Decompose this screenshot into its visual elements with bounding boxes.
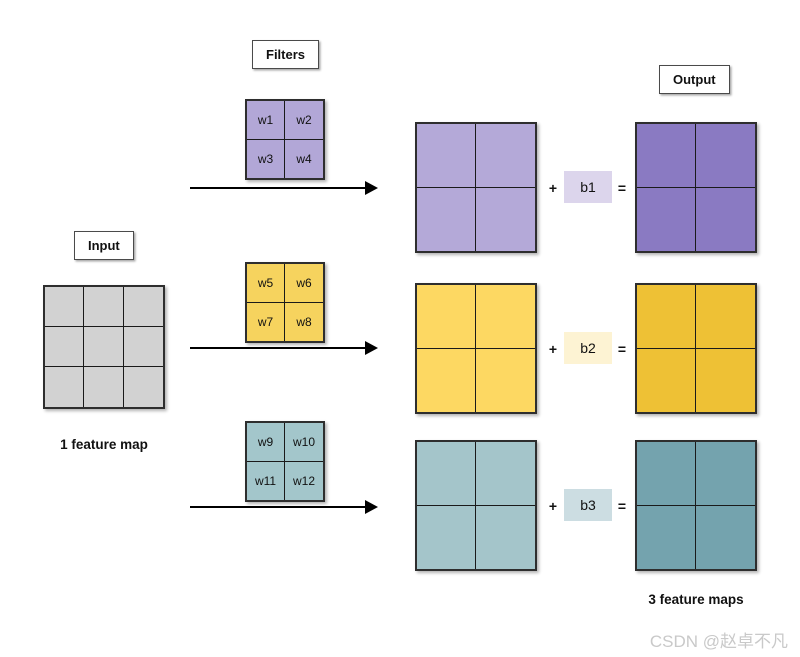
grid-cell (84, 327, 124, 367)
grid-cell (696, 506, 755, 570)
plus-sign: + (548, 498, 558, 514)
grid-cell (476, 124, 535, 188)
grid-cell (124, 367, 163, 407)
arrow-shaft (190, 187, 366, 189)
grid-cell (45, 367, 85, 407)
output-grid-2 (635, 283, 757, 414)
equals-sign: = (617, 341, 627, 357)
grid-cell (417, 442, 476, 506)
output-caption: 3 feature maps (648, 592, 744, 607)
filter-weight-cell: w8 (296, 314, 312, 329)
grid-cell (476, 442, 535, 506)
grid-cell (417, 505, 476, 569)
filter-weight-cell: w2 (285, 101, 323, 140)
filter-weight-cell: w4 (296, 151, 312, 166)
bias-badge-b2: b2 (564, 332, 612, 364)
grid-cell (696, 285, 755, 349)
arrowhead-icon (365, 181, 378, 195)
grid-cell (476, 349, 535, 413)
grid-cell (417, 285, 476, 349)
watermark: CSDN @赵卓不凡 (649, 632, 788, 651)
conv-result-grid-2 (415, 283, 537, 414)
grid-cell (417, 187, 476, 251)
grid-cell (417, 348, 476, 412)
filter-weight-cell: w6 (285, 264, 323, 303)
grid-cell (696, 124, 755, 188)
grid-cell (476, 188, 535, 252)
filter-weight-cell: w11 (247, 461, 285, 500)
grid-cell (637, 442, 696, 506)
filter-grid-3: w9 w10 w11 w12 (245, 421, 325, 502)
filter-weight-cell: w10 (285, 423, 323, 462)
grid-cell (476, 506, 535, 570)
arrowhead-icon (365, 341, 378, 355)
conv-result-grid-1 (415, 122, 537, 253)
equals-sign: = (617, 180, 627, 196)
grid-cell (417, 124, 476, 188)
filter-weight-cell: w5 (247, 264, 285, 303)
arrow-shaft (190, 506, 366, 508)
filter-weight-cell: w12 (292, 473, 315, 488)
input-grid (43, 285, 165, 409)
plus-sign: + (548, 180, 558, 196)
filter-weight-cell: w7 (247, 302, 285, 341)
grid-cell (637, 124, 696, 188)
bias-badge-b1: b1 (564, 171, 612, 203)
grid-cell (476, 285, 535, 349)
filter-grid-1: w1 w2 w3 w4 (245, 99, 325, 180)
grid-cell (123, 287, 163, 327)
grid-cell (123, 327, 163, 367)
arrow-right (190, 341, 378, 355)
filter-weight-cell: w9 (247, 423, 285, 462)
equals-sign: = (617, 498, 627, 514)
grid-cell (637, 505, 696, 569)
input-caption: 1 feature map (60, 437, 148, 452)
grid-cell (637, 348, 696, 412)
output-grid-3 (635, 440, 757, 571)
filter-weight-cell: w1 (247, 101, 285, 140)
conv-result-grid-3 (415, 440, 537, 571)
arrow-shaft (190, 347, 366, 349)
bias-badge-b3: b3 (564, 489, 612, 521)
grid-cell (637, 187, 696, 251)
filters-label: Filters (252, 40, 320, 69)
grid-cell (637, 285, 696, 349)
grid-cell (45, 287, 85, 327)
grid-cell (84, 287, 124, 327)
arrow-right (190, 181, 378, 195)
grid-cell (696, 442, 755, 506)
arrow-right (190, 500, 378, 514)
grid-cell (84, 367, 124, 407)
filter-grid-2: w5 w6 w7 w8 (245, 262, 325, 343)
grid-cell (696, 349, 755, 413)
input-label: Input (74, 231, 134, 260)
output-grid-1 (635, 122, 757, 253)
plus-sign: + (548, 341, 558, 357)
grid-cell (45, 327, 85, 367)
grid-cell (696, 188, 755, 252)
arrowhead-icon (365, 500, 378, 514)
output-label: Output (659, 65, 730, 94)
filter-weight-cell: w3 (247, 139, 285, 178)
